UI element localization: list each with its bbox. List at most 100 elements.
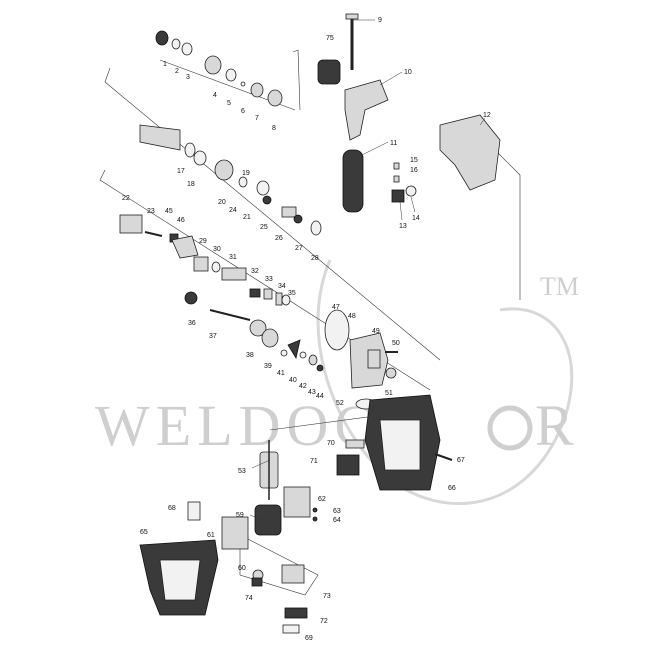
- part-12: [439, 114, 501, 191]
- label-71: 71: [310, 458, 318, 465]
- part-69: [282, 624, 300, 634]
- label-32: 32: [251, 268, 259, 275]
- part-66-inner: [379, 419, 421, 471]
- label-65: 65: [140, 529, 148, 536]
- label-53: 53: [238, 468, 246, 475]
- label-13: 13: [399, 223, 407, 230]
- label-30: 30: [213, 246, 221, 253]
- part-64: [312, 516, 318, 522]
- part-49: [367, 349, 381, 369]
- label-39: 39: [264, 363, 272, 370]
- part-42: [299, 351, 307, 359]
- label-47: 47: [332, 304, 340, 311]
- part-10: [344, 79, 389, 141]
- label-18: 18: [187, 181, 195, 188]
- part-47: [324, 309, 350, 351]
- label-25: 25: [260, 224, 268, 231]
- part-61: [221, 516, 249, 550]
- label-46: 46: [177, 217, 185, 224]
- part-41: [280, 349, 288, 357]
- part-27: [293, 214, 303, 224]
- part-15: [393, 162, 400, 170]
- label-4: 4: [213, 92, 217, 99]
- label-6: 6: [241, 108, 245, 115]
- label-45: 45: [165, 208, 173, 215]
- part-71: [336, 454, 360, 476]
- label-16: 16: [410, 167, 418, 174]
- part-1: [155, 30, 169, 46]
- part-11: [342, 149, 364, 213]
- label-61: 61: [207, 532, 215, 539]
- part-26: [281, 206, 297, 218]
- label-14: 14: [412, 215, 420, 222]
- label-15: 15: [410, 157, 418, 164]
- label-68: 68: [168, 505, 176, 512]
- label-26: 26: [275, 235, 283, 242]
- label-28: 28: [311, 255, 319, 262]
- label-70: 70: [327, 440, 335, 447]
- label-37: 37: [209, 333, 217, 340]
- label-59: 59: [236, 512, 244, 519]
- label-66: 66: [448, 485, 456, 492]
- label-69: 69: [305, 635, 313, 642]
- watermark-text-end: R: [535, 393, 580, 458]
- watermark-o-ring-icon: [487, 405, 533, 451]
- part-21: [238, 176, 248, 188]
- part-8: [267, 89, 283, 107]
- guide-line-lower: [99, 169, 431, 391]
- label-74: 74: [245, 595, 253, 602]
- part-14: [405, 185, 417, 197]
- part-46: [171, 235, 199, 259]
- label-40: 40: [289, 377, 297, 384]
- label-63: 63: [333, 508, 341, 515]
- label-11: 11: [390, 140, 397, 147]
- part-67: [434, 453, 453, 461]
- label-33: 33: [265, 276, 273, 283]
- part-9-head: [345, 13, 359, 20]
- part-25: [262, 195, 272, 205]
- label-29: 29: [199, 238, 207, 245]
- label-73: 73: [323, 593, 331, 600]
- part-24: [256, 180, 270, 196]
- part-68: [187, 501, 201, 521]
- part-62: [283, 486, 311, 518]
- part-6: [240, 81, 246, 87]
- label-38: 38: [246, 352, 254, 359]
- label-43: 43: [308, 389, 316, 396]
- part-73: [281, 564, 305, 584]
- label-36: 36: [188, 320, 196, 327]
- part-17: [139, 124, 181, 151]
- part-31: [221, 267, 247, 281]
- part-16: [393, 175, 400, 183]
- parts: [119, 13, 501, 634]
- label-48: 48: [348, 313, 356, 320]
- part-18: [184, 142, 196, 158]
- part-20: [214, 159, 234, 181]
- part-13: [391, 189, 405, 203]
- part-40: [287, 339, 301, 360]
- label-62: 62: [318, 496, 326, 503]
- label-9: 9: [378, 17, 382, 24]
- part-72: [284, 607, 308, 619]
- label-5: 5: [227, 100, 231, 107]
- label-19: 19: [242, 170, 250, 177]
- label-75: 75: [326, 35, 334, 42]
- label-27: 27: [295, 245, 303, 252]
- part-63: [312, 507, 318, 513]
- leader-lines: [249, 19, 486, 521]
- label-8: 8: [272, 125, 276, 132]
- label-31: 31: [229, 254, 237, 261]
- label-20: 20: [218, 199, 226, 206]
- part-59: [254, 504, 282, 536]
- label-64: 64: [333, 517, 341, 524]
- guide-line-upper: [104, 67, 441, 361]
- label-41: 41: [277, 370, 285, 377]
- part-23: [144, 231, 163, 237]
- label-60: 60: [238, 565, 246, 572]
- guide-line-12: [494, 149, 521, 176]
- label-51: 51: [385, 390, 393, 397]
- label-7: 7: [255, 115, 259, 122]
- part-37: [209, 309, 251, 321]
- part-33: [263, 288, 273, 300]
- label-67: 67: [457, 457, 465, 464]
